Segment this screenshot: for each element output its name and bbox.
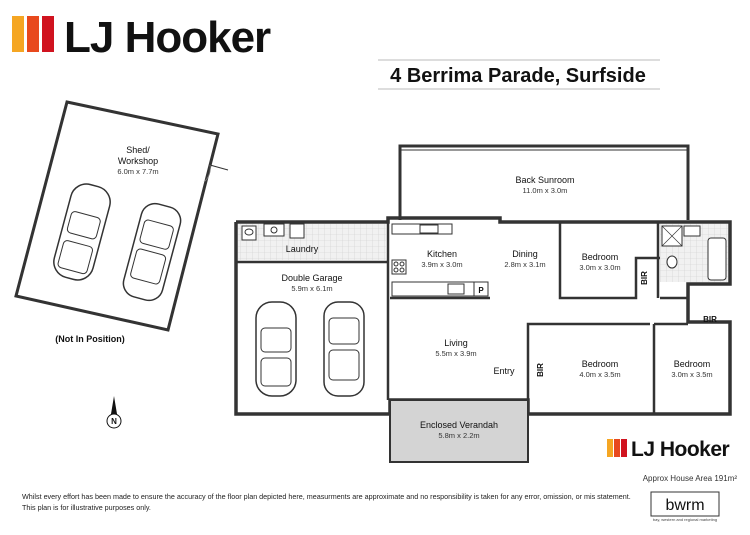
bedroom-top-dims: 3.0m x 3.0m <box>579 263 620 272</box>
verandah-dims: 5.8m x 2.2m <box>438 431 479 440</box>
bedroom-right-name: Bedroom <box>674 359 711 369</box>
property-address: 4 Berrima Parade, Surfside <box>390 65 646 87</box>
shed-label: Shed/Workshop <box>118 145 158 166</box>
back-sunroom-name: Back Sunroom <box>515 175 574 185</box>
laundry-fixtures <box>241 223 305 241</box>
laundry-floor <box>238 224 386 260</box>
garage-car-1 <box>255 301 297 397</box>
bedroom-right-dims: 3.0m x 3.5m <box>671 370 712 379</box>
double-garage-name: Double Garage <box>281 273 342 283</box>
bedroom-top-name: Bedroom <box>582 252 619 262</box>
shed-car-2 <box>122 202 182 302</box>
back-sunroom-dims: 11.0m x 3.0m <box>523 186 568 195</box>
bir-mid: BIR <box>536 363 545 377</box>
kitchen-dims: 3.9m x 3.0m <box>421 260 462 269</box>
north-label: N <box>111 417 117 426</box>
laundry-name: Laundry <box>286 244 319 254</box>
logo-stripe-yellow <box>12 16 24 52</box>
bir-right: BIR <box>703 315 717 324</box>
house-area: Approx House Area 191m² <box>643 474 738 483</box>
brand-logo-small: LJ Hooker <box>607 438 730 461</box>
dining-dims: 2.8m x 3.1m <box>504 260 545 269</box>
north-arrow-icon: N <box>106 396 122 429</box>
bwrm-text: bwrm <box>665 497 704 514</box>
bedroom-mid-name: Bedroom <box>582 359 619 369</box>
garage-car-2 <box>323 301 365 397</box>
kitchen-name: Kitchen <box>427 249 457 259</box>
brand-name: LJ Hooker <box>64 13 271 62</box>
shed-dims: 6.0m x 7.7m <box>117 167 158 176</box>
shed-car-1 <box>53 183 111 281</box>
entry-name: Entry <box>493 366 515 376</box>
double-garage-dims: 5.9m x 6.1m <box>291 284 332 293</box>
not-in-position-note: (Not In Position) <box>55 334 125 344</box>
bwrm-logo: bwrm bay, western and regional marketing <box>650 491 720 522</box>
back-sunroom: Back Sunroom 11.0m x 3.0m <box>398 144 690 220</box>
bathroom-fixtures <box>661 225 727 281</box>
logo-stripe-red <box>42 16 54 52</box>
bwrm-tagline: bay, western and regional marketing <box>653 517 717 522</box>
disclaimer-line-1: Whilst every effort has been made to ens… <box>22 492 631 501</box>
brand-logo: LJ Hooker <box>12 13 272 62</box>
kitchen-fixtures <box>391 223 489 297</box>
enclosed-verandah: Enclosed Verandah 5.8m x 2.2m <box>389 399 529 463</box>
bedroom-mid-dims: 4.0m x 3.5m <box>579 370 620 379</box>
shed-structure: Shed/Workshop 6.0m x 7.7m <box>14 100 229 332</box>
bir-top: BIR <box>640 271 649 285</box>
disclaimer-line-2: This plan is for illustrative purposes o… <box>22 503 151 512</box>
pantry-label: P <box>478 286 484 295</box>
dining-name: Dining <box>512 249 538 259</box>
brand-name-small: LJ Hooker <box>631 438 730 461</box>
logo-stripe-orange <box>27 16 39 52</box>
living-dims: 5.5m x 3.9m <box>435 349 476 358</box>
verandah-name: Enclosed Verandah <box>420 420 498 430</box>
living-name: Living <box>444 338 468 348</box>
